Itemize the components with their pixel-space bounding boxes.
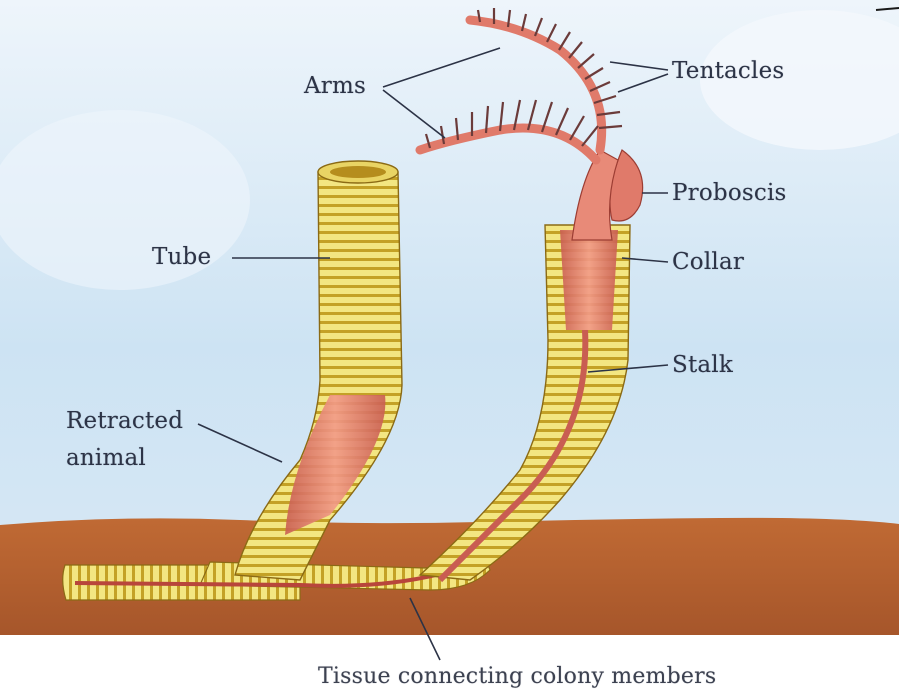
- label-proboscis: Proboscis: [672, 180, 787, 206]
- label-tissue: Tissue connecting colony members: [318, 664, 716, 689]
- label-tentacles: Tentacles: [672, 58, 784, 84]
- label-tube: Tube: [152, 244, 211, 270]
- label-retracted-line2: animal: [66, 445, 146, 471]
- label-stalk: Stalk: [672, 352, 733, 378]
- cloud: [0, 110, 250, 290]
- label-arms: Arms: [304, 73, 366, 99]
- collar: [560, 230, 618, 330]
- label-retracted-line1: Retracted: [66, 408, 183, 434]
- label-collar: Collar: [672, 249, 744, 275]
